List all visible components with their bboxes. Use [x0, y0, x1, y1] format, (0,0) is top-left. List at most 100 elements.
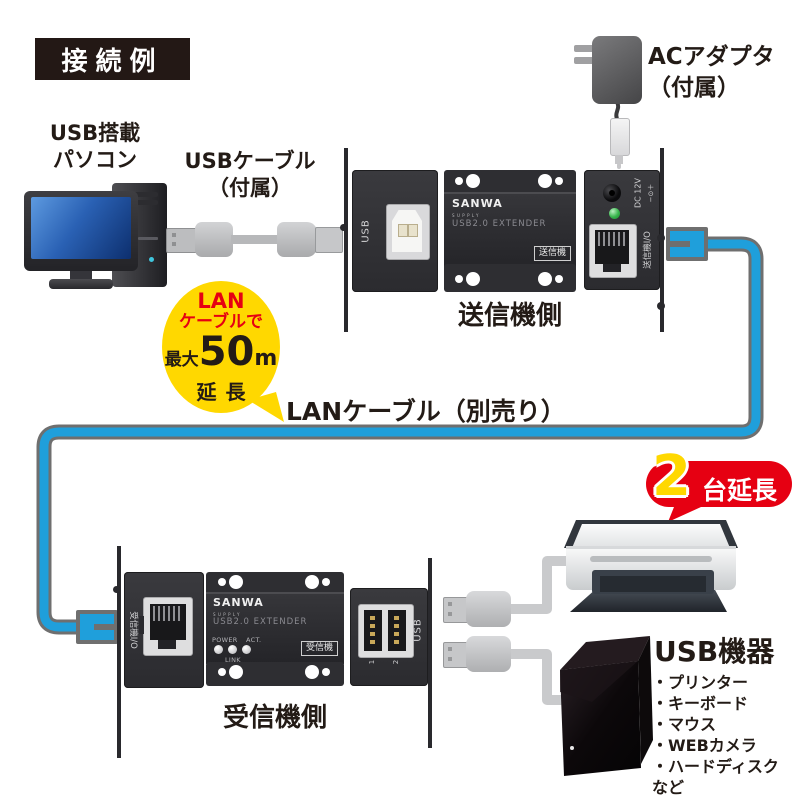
ac-adapter-body [592, 36, 642, 104]
dc-port-label: DC 12V [633, 178, 643, 208]
monitor-screen [31, 197, 131, 259]
rj45-port [139, 597, 193, 656]
usb-plug-contact [172, 233, 176, 237]
bubble-line4: 延長 [196, 380, 255, 404]
usb-a-plug-shell [166, 228, 198, 253]
monitor-neck [70, 271, 92, 280]
usb-a-port-1 [364, 610, 382, 651]
pc-monitor-icon [24, 191, 138, 271]
extend-badge-number: 2 [652, 444, 691, 509]
usb-b-port [386, 204, 430, 260]
ac-adapter-label-line1: ACアダプタ [648, 44, 775, 70]
bracket-screw [657, 234, 665, 242]
monitor-stand [49, 279, 113, 289]
mounting-hole [538, 272, 552, 286]
usb-cable-label: USBケーブル （付属） [170, 148, 330, 202]
usb-a-plug-body [195, 222, 233, 257]
brand-logo: SANWA SUPPLY [213, 597, 264, 620]
mounting-bracket [117, 546, 121, 758]
mounting-hole [455, 275, 463, 283]
status-led [228, 645, 237, 654]
tower-drive-bay [120, 200, 158, 205]
extend-badge [646, 461, 792, 507]
mounting-hole [229, 665, 243, 679]
bubble-max-line: 最大50m [165, 332, 278, 380]
mounting-hole [218, 578, 226, 586]
lan-cable [36, 236, 764, 635]
pc-label-line2: パソコン [53, 148, 137, 172]
pc-label-line1: USB搭載 [49, 121, 141, 145]
mounting-hole [322, 668, 330, 676]
rj45-latch-slot [603, 264, 621, 272]
usb-port2-label: 2 [392, 659, 400, 665]
usb-cable-to-hdd [505, 649, 562, 705]
transmitter-model-label: USB2.0 EXTENDER [452, 219, 547, 229]
printer-illustration [564, 520, 738, 612]
max-length-bubble: LAN ケーブルで 最大50m 延長 [162, 281, 280, 413]
usb-pins [370, 616, 375, 644]
usb-b-contact [408, 224, 418, 237]
rj45-connector-receiver-icon [76, 610, 118, 644]
lan-cable-label: LANケーブル（別売り） [286, 397, 566, 426]
led-label-act: ACT. [246, 636, 262, 644]
brand-name: SANWA [452, 197, 503, 210]
bracket-screw [113, 586, 120, 593]
rj45-pins [153, 606, 183, 621]
ac-adapter-label: ACアダプタ （付属） [648, 42, 775, 104]
usb-device-item: ・キーボード [652, 694, 749, 713]
usb-b-plug-body [277, 222, 317, 257]
bubble-max-value: 50 [198, 329, 255, 375]
bubble-tail-icon [248, 392, 284, 422]
usb-port1-label: 1 [368, 659, 376, 665]
hdd-illustration [560, 636, 653, 776]
usb-device-item: ・WEBカメラ [652, 736, 757, 755]
usb-plug-contact [448, 657, 452, 661]
tower-power-led [149, 257, 154, 262]
usb-plug-body [466, 591, 511, 627]
usb-cable-label-line2: （付属） [208, 176, 292, 200]
usb-cable-label-line1: USBケーブル [184, 149, 316, 173]
usb-plug-contact [448, 612, 452, 616]
mounting-bracket [344, 148, 348, 332]
usb-pins [394, 616, 399, 644]
brand-logo: SANWA SUPPLY [452, 198, 503, 221]
mounting-hole [466, 174, 480, 188]
led-label-link: LINK [225, 656, 241, 664]
rj45-opening [150, 604, 186, 640]
tower-drive-bay [120, 192, 158, 197]
power-led [609, 208, 620, 219]
usb-plug-shell [443, 642, 469, 668]
mounting-hole [305, 575, 319, 589]
mounting-hole [218, 668, 226, 676]
receiver-usb-port-label: USB [412, 618, 424, 642]
dc-jack [603, 184, 621, 202]
mounting-hole [555, 275, 563, 283]
bracket-screw [657, 302, 665, 310]
usb-device-item: ・プリンター [652, 673, 749, 692]
usb-device-item: ・ハードディスク など [652, 757, 779, 797]
usb-b-plug-tip [315, 227, 343, 253]
mounting-hole [322, 578, 330, 586]
mounting-hole [305, 665, 319, 679]
dc-jack-hole [609, 190, 615, 196]
usb-plug-contact [448, 602, 452, 606]
ac-prong [574, 45, 594, 52]
extend-badge-label: 台延長 [702, 476, 778, 505]
status-led [242, 645, 251, 654]
rj45-pins [598, 232, 626, 246]
rj45-port [589, 224, 637, 278]
mounting-hole [229, 575, 243, 589]
tower-vent [138, 237, 158, 240]
rj45-latch-nub [139, 616, 144, 634]
usb-devices-list: ・プリンター ・キーボード ・マウス ・WEBカメラ ・ハードディスク など [652, 672, 800, 798]
dc-plug-pin [617, 163, 621, 169]
bubble-max-prefix: 最大 [164, 350, 199, 370]
usb-cable-to-printer [505, 556, 566, 614]
usb-plug-contact [448, 647, 452, 651]
ac-adapter-label-line2: （付属） [648, 75, 740, 101]
usb-cable-cord [231, 235, 279, 244]
title-badge-label: 接続例 [61, 46, 164, 77]
usb-plug-body [466, 636, 511, 672]
receiver-badge: 受信機 [301, 641, 339, 656]
